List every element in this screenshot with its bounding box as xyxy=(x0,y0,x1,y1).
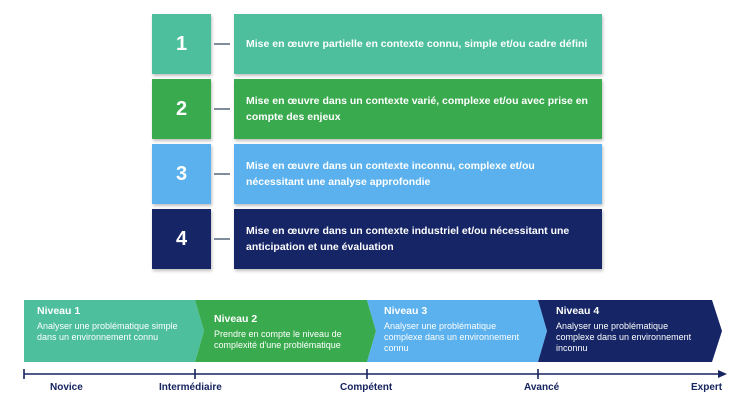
level-row-3: 3 Mise en œuvre dans un contexte inconnu… xyxy=(152,144,602,204)
chevron-text: Analyser une problématique complexe dans… xyxy=(556,321,692,353)
scale-label-avance: Avancé xyxy=(524,382,560,393)
chevron-level-1: Niveau 1 Analyser une problématique simp… xyxy=(37,304,187,343)
level-row-4: 4 Mise en œuvre dans un contexte industr… xyxy=(152,209,602,269)
chevron-text: Prendre en compte le niveau de complexit… xyxy=(214,329,342,350)
connector-dash xyxy=(214,238,230,240)
scale-label-expert: Expert xyxy=(691,382,723,393)
connector-dash xyxy=(214,108,230,110)
connector-dash xyxy=(214,43,230,45)
level-number-box: 3 xyxy=(152,144,211,204)
level-number-box: 4 xyxy=(152,209,211,269)
scale-arrow-head xyxy=(718,370,727,378)
level-description: Mise en œuvre partielle en contexte conn… xyxy=(234,14,602,74)
chevron-level-4: Niveau 4 Analyser une problématique comp… xyxy=(556,304,706,354)
level-description: Mise en œuvre dans un contexte industrie… xyxy=(234,209,602,269)
level-number-box: 1 xyxy=(152,14,211,74)
chevron-shape-3 xyxy=(367,300,547,362)
chevron-level-2: Niveau 2 Prendre en compte le niveau de … xyxy=(214,312,364,351)
level-number-box: 2 xyxy=(152,79,211,139)
scale-label-intermediaire: Intermédiaire xyxy=(159,382,222,393)
level-description: Mise en œuvre dans un contexte inconnu, … xyxy=(234,144,602,204)
chevron-text: Analyser une problématique complexe dans… xyxy=(384,321,520,353)
connector-dash xyxy=(214,173,230,175)
chevron-shape-2 xyxy=(195,300,376,362)
chevron-level-3: Niveau 3 Analyser une problématique comp… xyxy=(384,304,532,354)
chevron-title: Niveau 4 xyxy=(556,305,600,317)
scale-label-novice: Novice xyxy=(50,382,83,393)
chevron-title: Niveau 2 xyxy=(214,313,258,325)
level-row-2: 2 Mise en œuvre dans un contexte varié, … xyxy=(152,79,602,139)
level-row-1: 1 Mise en œuvre partielle en contexte co… xyxy=(152,14,602,74)
chevron-text: Analyser une problématique simple dans u… xyxy=(37,321,178,342)
chevron-title: Niveau 3 xyxy=(384,305,428,317)
chevron-shape-1 xyxy=(24,300,204,362)
chevron-title: Niveau 1 xyxy=(37,305,81,317)
chevron-shape-4 xyxy=(538,300,722,362)
level-description: Mise en œuvre dans un contexte varié, co… xyxy=(234,79,602,139)
scale-label-competent: Compétent xyxy=(340,382,393,393)
